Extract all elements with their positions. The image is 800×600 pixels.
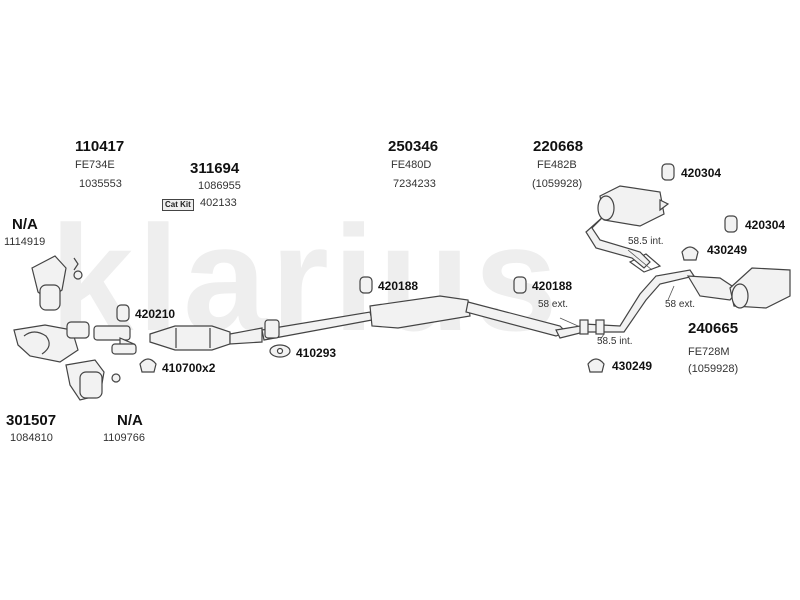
center-silencer xyxy=(369,295,585,339)
part-110417-code: FE734E xyxy=(75,159,115,171)
rear-silencer-lower xyxy=(686,267,791,309)
fitting-420210: 420210 xyxy=(135,307,176,321)
part-250346-number: 250346 xyxy=(388,138,439,155)
fitting-420304-right: 420304 xyxy=(745,218,786,232)
fitting-430249-bottom: 430249 xyxy=(612,359,653,373)
fitting-420188-right: 420188 xyxy=(532,279,573,293)
part-110417-number: 110417 xyxy=(75,138,125,155)
annotation-58-5-int-bottom: 58.5 int. xyxy=(597,336,633,347)
part-240665-ref: (1059928) xyxy=(688,363,739,375)
part-na-bottom-ref: 1109766 xyxy=(103,432,146,444)
part-220668-code: FE482B xyxy=(537,159,577,171)
part-240665-number: 240665 xyxy=(688,320,739,337)
part-na-top-number: N/A xyxy=(12,216,38,233)
watermark-text: klarius xyxy=(50,194,562,362)
fitting-420188-left: 420188 xyxy=(378,279,419,293)
part-na-bottom-number: N/A xyxy=(117,412,143,429)
mid-pipe xyxy=(261,311,373,341)
annotation-58-5-int-top: 58.5 int. xyxy=(628,236,664,247)
part-250346-code: FE480D xyxy=(391,159,432,171)
part-301507-number: 301507 xyxy=(6,412,57,429)
manifold-upper xyxy=(31,255,83,311)
part-311694-number: 311694 xyxy=(190,160,240,177)
clamp-icons xyxy=(139,246,699,373)
annotation-58-ext-right: 58 ext. xyxy=(665,299,696,310)
annotation-58-ext-mid: 58 ext. xyxy=(538,299,569,310)
part-301507-ref: 1084810 xyxy=(10,432,53,444)
fitting-410293: 410293 xyxy=(296,346,337,360)
tail-pipe-section xyxy=(579,253,695,335)
front-pipe xyxy=(66,321,137,355)
part-311694-ref: 1086955 xyxy=(198,180,241,192)
fitting-420304-top: 420304 xyxy=(681,166,722,180)
gasket-icon xyxy=(269,344,291,358)
hanger-icons xyxy=(116,163,738,322)
catalytic-converter xyxy=(149,325,263,351)
fitting-430249-right: 430249 xyxy=(707,243,748,257)
part-110417-ref: 1035553 xyxy=(79,178,122,190)
part-250346-ref: 7234233 xyxy=(393,178,436,190)
part-220668-number: 220668 xyxy=(533,138,584,155)
fitting-410700x2: 410700x2 xyxy=(162,361,216,375)
part-220668-ref: (1059928) xyxy=(532,178,583,190)
part-240665-code: FE728M xyxy=(688,346,730,358)
cat-kit-ref: 402133 xyxy=(200,197,237,209)
rear-silencer-upper xyxy=(585,185,670,269)
manifold-lower xyxy=(13,324,121,401)
cat-kit-badge: Cat Kit xyxy=(162,199,194,211)
part-na-top-ref: 1114919 xyxy=(4,236,46,248)
